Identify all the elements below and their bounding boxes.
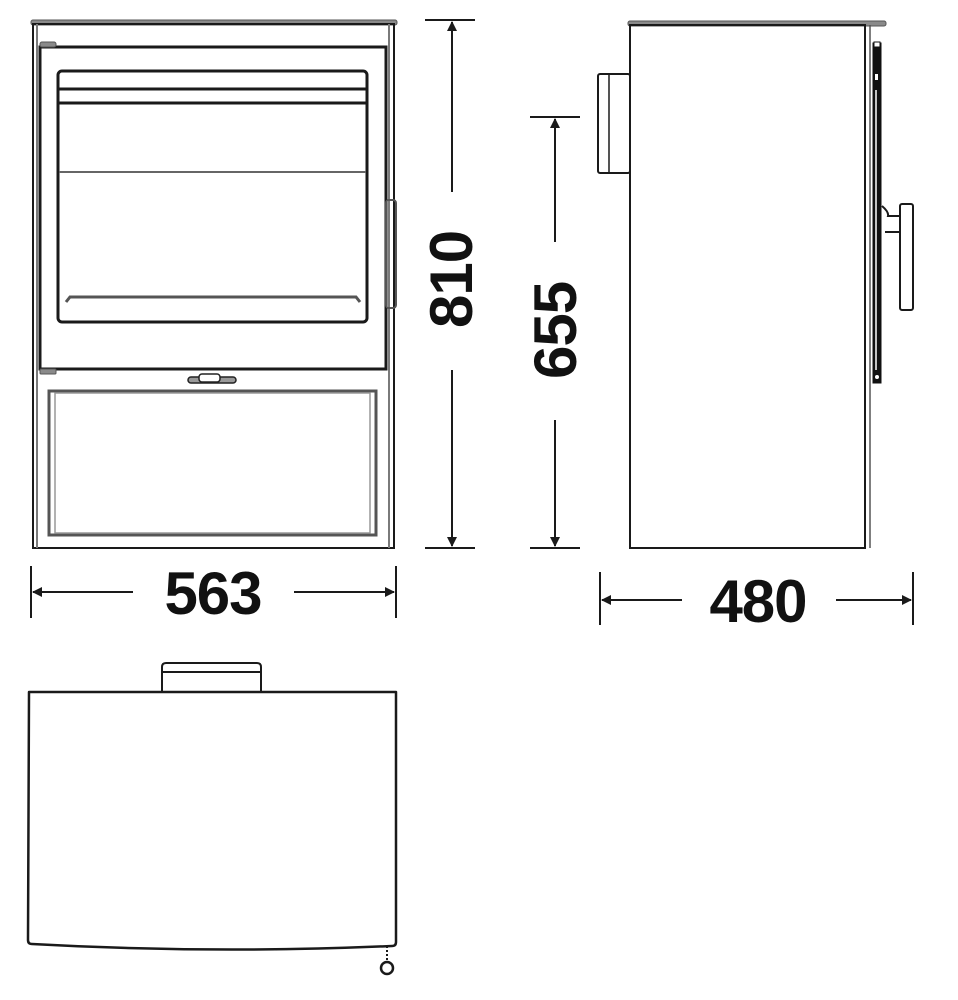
front-view [30,19,398,549]
top-flue-collar [161,662,262,692]
flue-outlet [597,73,631,174]
stove-body [32,23,395,549]
air-control-knob [198,373,221,383]
door-glass [56,69,369,324]
height-label-810: 810 [418,230,485,328]
height-label-655: 655 [522,281,589,379]
door-handle [385,199,397,309]
height-dimension-655 [530,116,580,549]
top-outline [26,690,398,951]
depth-dimension-480 [599,572,914,625]
height-dimension-810 [425,19,475,549]
side-view [597,20,914,549]
side-door-handle [881,205,902,233]
log-store-opening [47,389,378,537]
side-door-profile [872,42,882,384]
side-body [629,24,866,549]
door-hinge-top [39,41,57,48]
door-latch-ring [379,960,395,976]
width-label-563: 563 [164,560,262,627]
top-view [26,662,398,976]
door-hinge-bottom [39,368,57,375]
width-dimension-563 [30,566,397,618]
depth-label-480: 480 [709,568,807,635]
